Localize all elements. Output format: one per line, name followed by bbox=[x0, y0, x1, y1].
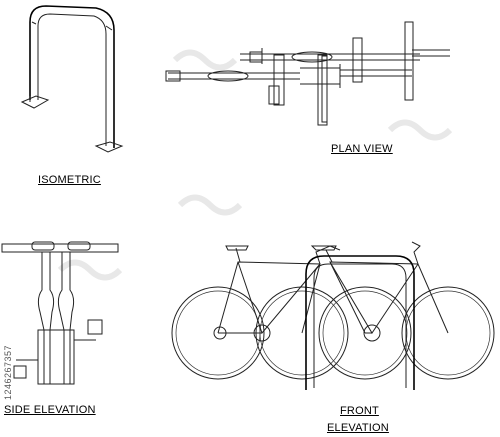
side-elevation bbox=[1, 241, 119, 385]
stock-id-watermark: 1246267357 bbox=[3, 250, 17, 400]
stock-id-text: 1246267357 bbox=[3, 344, 13, 400]
front-elevation-label-line2: ELEVATION bbox=[327, 422, 389, 434]
front-elevation bbox=[171, 241, 495, 390]
watermark bbox=[57, 49, 453, 281]
isometric-label: ISOMETRIC bbox=[38, 174, 101, 186]
side-elevation-label: SIDE ELEVATION bbox=[4, 404, 96, 416]
isometric-rack bbox=[20, 5, 124, 153]
front-elevation-label-line1: FRONT bbox=[340, 405, 379, 417]
plan-view-label: PLAN VIEW bbox=[331, 143, 393, 155]
plan-view bbox=[165, 21, 450, 126]
